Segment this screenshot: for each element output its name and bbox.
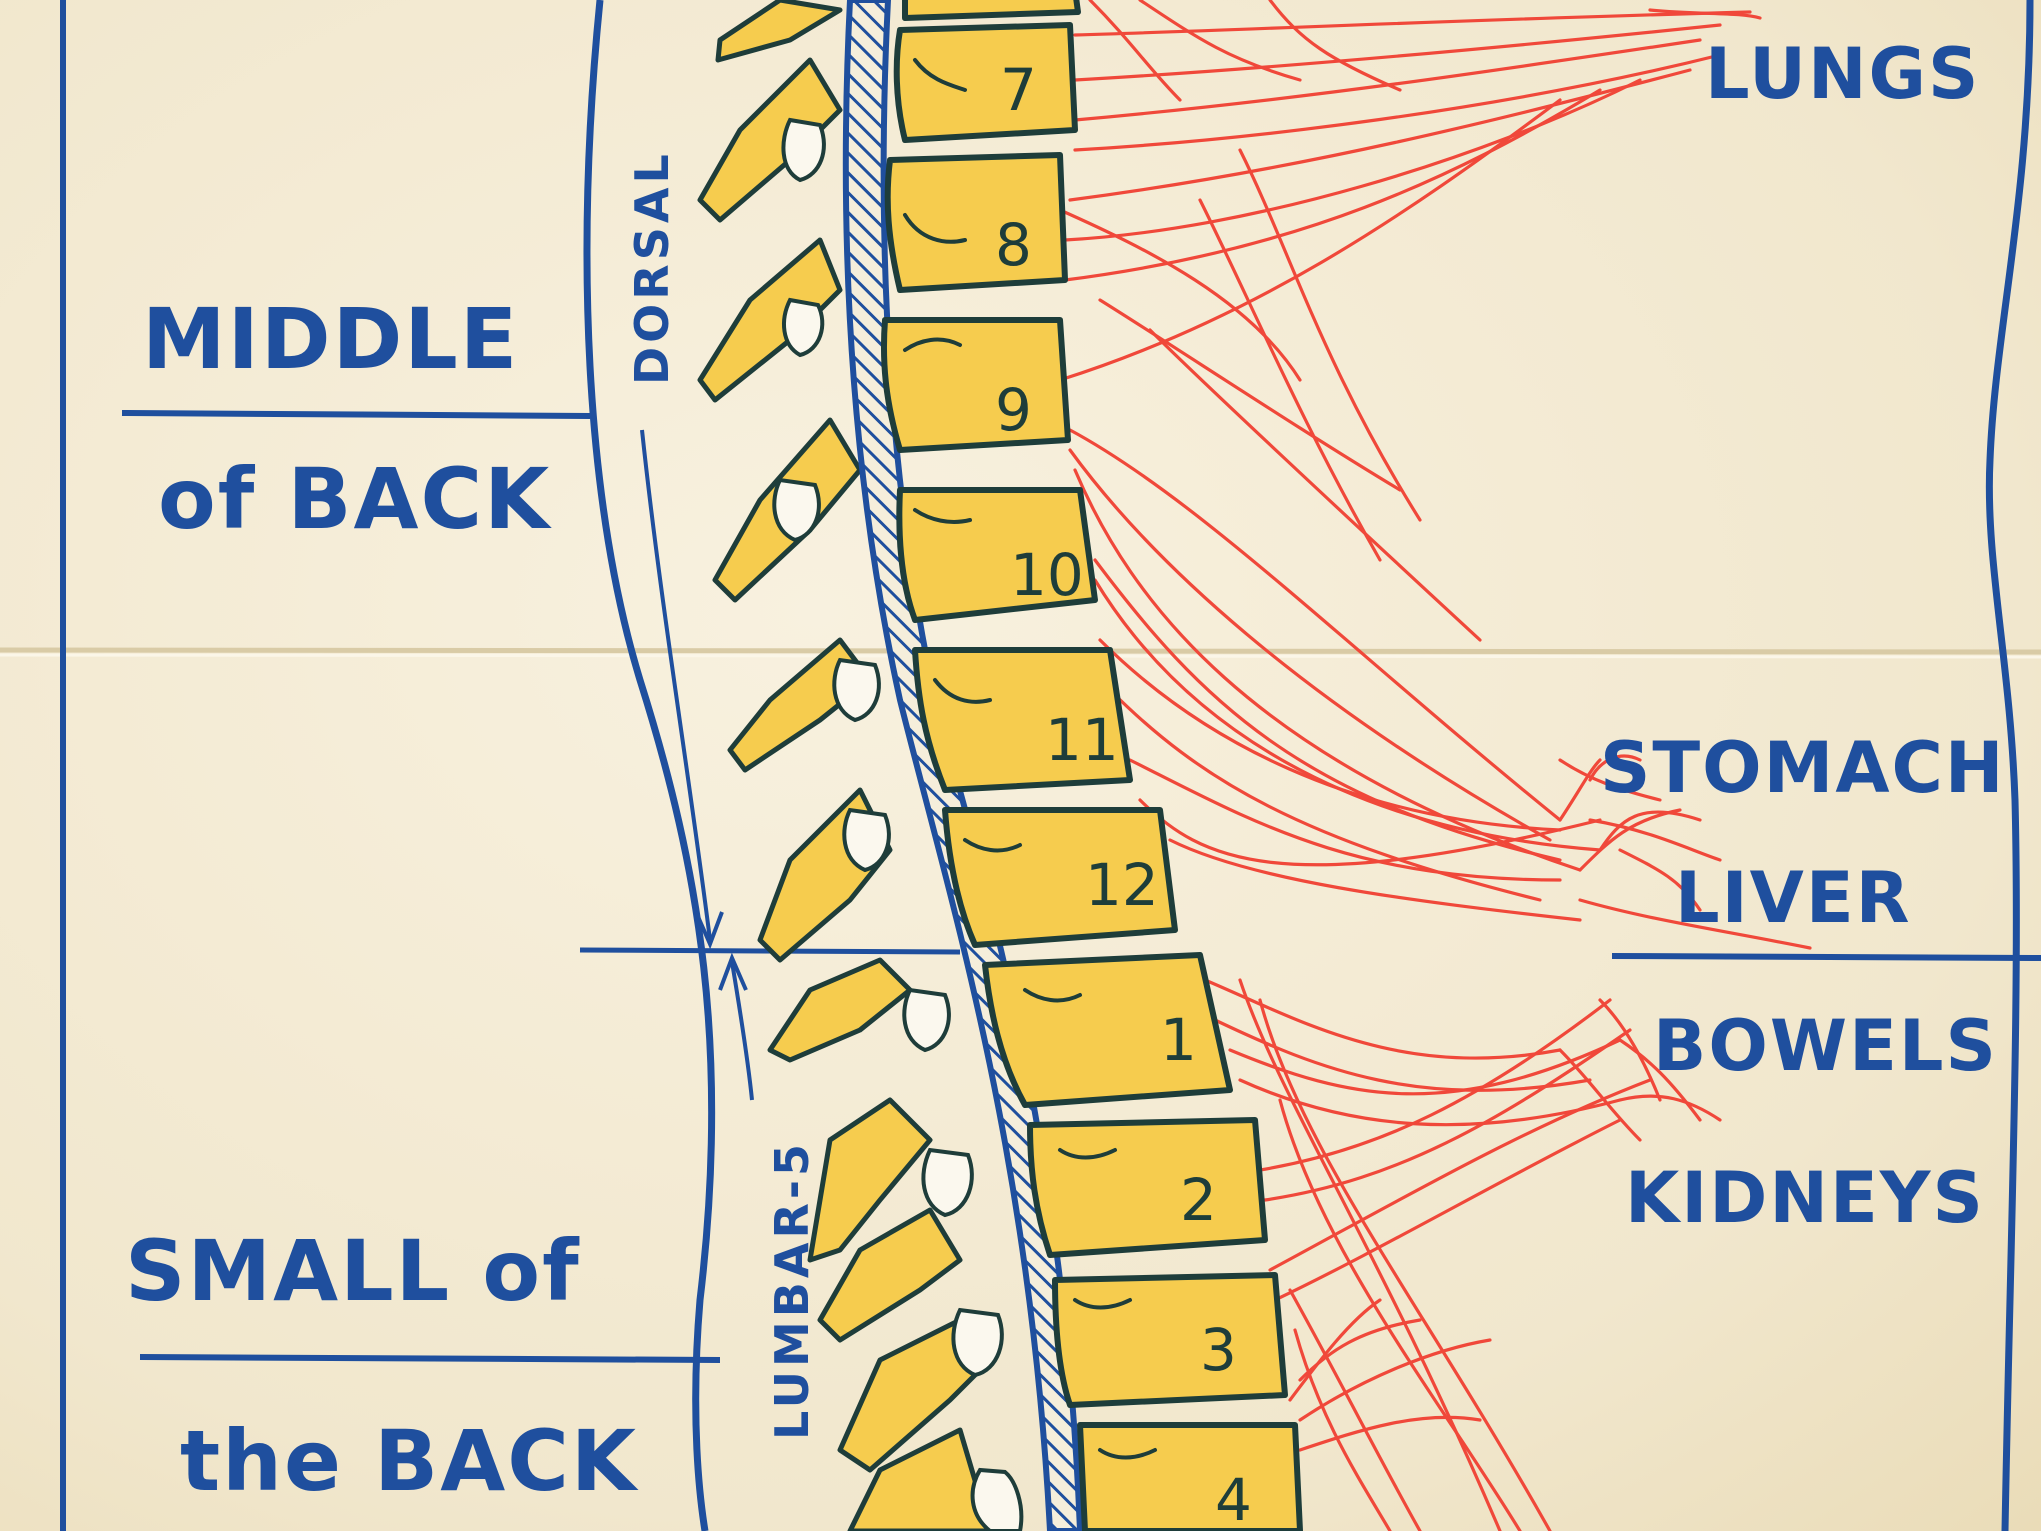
vertebra-dorsal-11 — [912, 647, 1133, 793]
back-outline — [583, 0, 716, 1531]
small-back-underline — [139, 1354, 721, 1363]
vertebra-number-10: 10 — [1010, 541, 1084, 609]
lumbar-label: LUMBAR-5 — [765, 1140, 819, 1440]
dorsal-bracket — [640, 429, 712, 941]
vertebra-number-9: 9 — [995, 376, 1032, 444]
dorsal-arrow — [694, 911, 724, 950]
organ-label-bowels: BOWELS — [1653, 1005, 1998, 1087]
small-back-label-line2: the BACK — [180, 1412, 639, 1510]
vertebra-lumbar-2 — [1027, 1117, 1268, 1258]
vertebra-lumbar-3 — [1052, 1272, 1288, 1408]
joints — [772, 117, 1024, 1531]
dorsal-label: DORSAL — [625, 150, 679, 385]
vertebra-dorsal-9 — [880, 317, 1071, 453]
front-outline — [1985, 0, 2034, 1531]
vertebra-marks — [903, 58, 1157, 1460]
vertebra-number-L2: 2 — [1180, 1166, 1217, 1234]
spinal-cord — [842, 0, 1084, 1531]
middle-back-label-line1: MIDDLE — [142, 290, 519, 388]
organ-label-lungs: LUNGS — [1705, 33, 1980, 115]
vertebra-number-11: 11 — [1045, 706, 1119, 774]
organ-label-kidneys: KIDNEYS — [1625, 1157, 1985, 1239]
middle-back-underline — [121, 410, 591, 419]
small-back-label-line1: SMALL of — [125, 1222, 581, 1320]
vertebra-number-L3: 3 — [1200, 1316, 1237, 1384]
vertebra-number-L1: 1 — [1160, 1006, 1197, 1074]
lumbar-bracket — [730, 961, 754, 1101]
organ-label-stomach: STOMACH — [1600, 727, 2005, 809]
vertebra-lumbar-1 — [982, 952, 1233, 1108]
lumbar-number-labels: 1 2 3 4 — [1160, 1006, 1252, 1531]
middle-back-label-line2: of BACK — [158, 450, 552, 548]
vertebra-number-L4: 4 — [1215, 1466, 1252, 1531]
stomach-bowels-divider — [1611, 953, 2041, 961]
nerves — [1058, 0, 1812, 1531]
organ-label-liver: LIVER — [1675, 857, 1912, 939]
vertebra-number-8: 8 — [995, 211, 1032, 279]
lumbar-arrow — [718, 952, 748, 991]
dorsal-number-labels: 7 8 9 10 11 12 — [995, 56, 1159, 919]
vertebra-number-12: 12 — [1085, 851, 1159, 919]
vertebra-dorsal-6 — [902, 0, 1081, 21]
vertebral-bodies — [880, 0, 1303, 1531]
vertebra-lumbar-4 — [1077, 1422, 1303, 1531]
vertebra-dorsal-7 — [893, 22, 1078, 143]
vertebra-number-7: 7 — [1000, 56, 1037, 124]
vertebra-dorsal-8 — [884, 152, 1068, 293]
vertebra-dorsal-12 — [942, 807, 1178, 948]
